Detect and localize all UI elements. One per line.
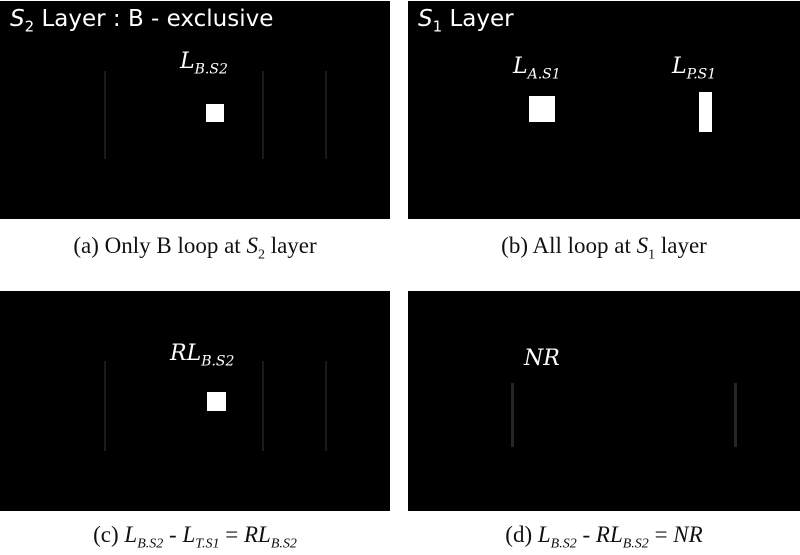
panel-b-loop-label-a: LA.S1 — [513, 54, 561, 83]
panel-a-title: S2 Layer : B - exclusive — [10, 6, 274, 36]
panel-a-faint-line — [325, 71, 327, 159]
panel-b-loop-marker-p — [699, 92, 712, 132]
panel-b-image: S1 Layer LA.S1 LP.S1 — [408, 1, 800, 219]
panel-c-faint-line — [104, 361, 106, 451]
panel-c-loop-label: RLB.S2 — [170, 341, 235, 370]
panel-b-title: S1 Layer — [418, 6, 514, 36]
panel-a-loop-marker — [206, 104, 224, 122]
panel-a-image: S2 Layer : B - exclusive LB.S2 — [0, 1, 390, 219]
panel-a-faint-line — [262, 71, 264, 159]
panel-a-loop-label: LB.S2 — [180, 49, 228, 78]
panel-d-label: NR — [524, 346, 560, 371]
panel-b-caption: (b) All loop at S1 layer — [501, 233, 707, 263]
panel-c-faint-line — [325, 361, 327, 451]
panel-c-loop-marker — [207, 392, 226, 411]
panel-c-image: RLB.S2 — [0, 291, 390, 511]
panel-b-loop-label-p: LP.S1 — [672, 54, 717, 83]
panel-a-caption: (a) Only B loop at S2 layer — [73, 233, 317, 263]
panel-b-loop-marker-a — [529, 96, 555, 122]
panel-c-caption: (c) LB.S2 - LT.S1 = RLB.S2 — [93, 522, 297, 552]
panel-a-faint-line — [104, 71, 106, 159]
panel-d-image: NR — [408, 291, 800, 511]
panel-d-faint-line — [734, 383, 737, 447]
panel-c-faint-line — [262, 361, 264, 451]
panel-d-faint-line — [511, 383, 514, 447]
panel-d-caption: (d) LB.S2 - RLB.S2 = NR — [505, 522, 703, 552]
